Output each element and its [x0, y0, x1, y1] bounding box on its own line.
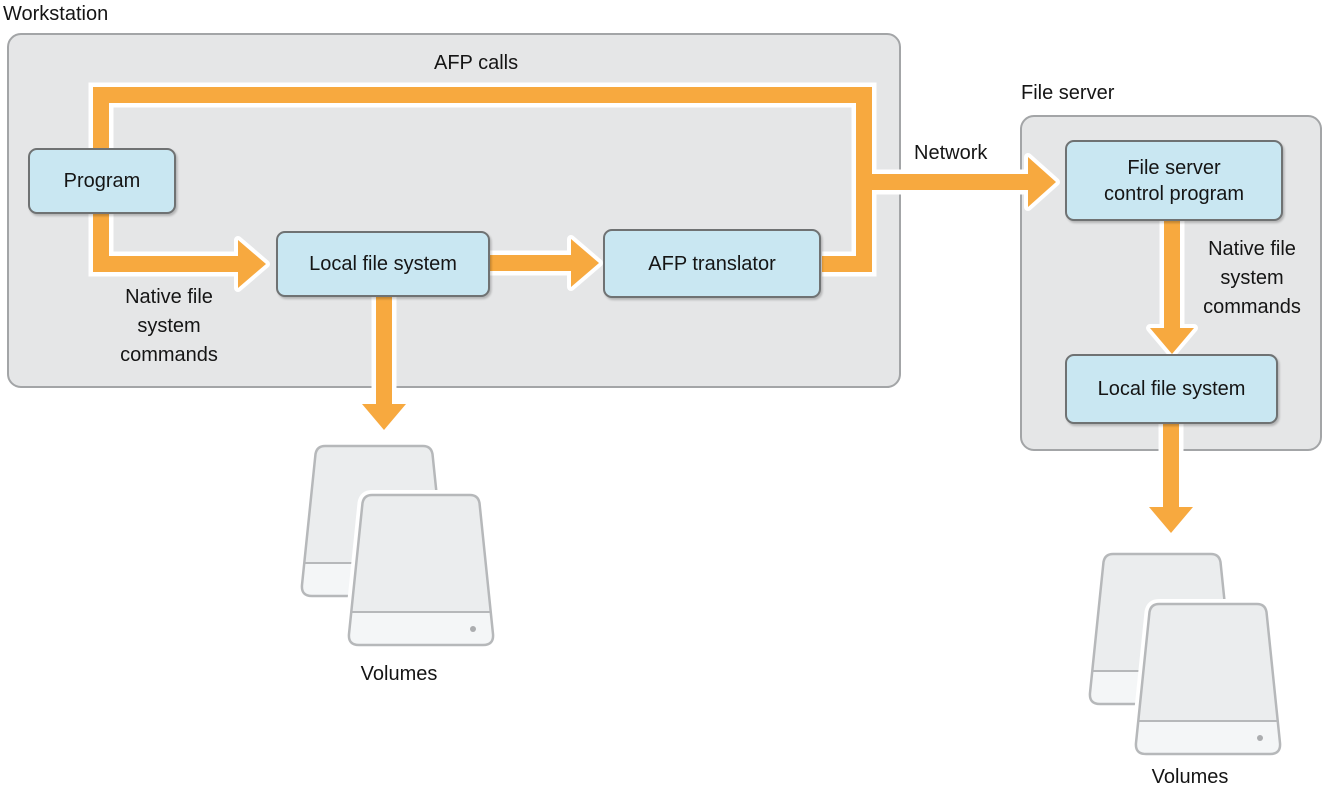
- file-server-volumes-icon: [1088, 552, 1294, 773]
- front-drive-icon: [349, 495, 493, 645]
- file-server-label: File server: [1021, 82, 1115, 104]
- network-label: Network: [914, 142, 988, 164]
- native-commands-label-server: Native file system commands: [1203, 238, 1301, 318]
- local-file-system-box-workstation: Local file system: [276, 231, 490, 297]
- workstation-volumes-icon: [300, 444, 506, 665]
- program-box: Program: [28, 148, 176, 214]
- native-commands-arrowhead: [238, 240, 266, 288]
- native-commands-label-workstation: Native file system commands: [120, 286, 218, 366]
- arrow-heads: [238, 157, 1194, 533]
- volumes-label-workstation: Volumes: [360, 663, 438, 685]
- arrow-wires: [93, 87, 1180, 509]
- ws-volumes-arrowhead: [362, 404, 406, 430]
- afp-calls-label: AFP calls: [434, 52, 519, 74]
- fs-control-arrowhead: [1150, 328, 1194, 354]
- volumes-label-server: Volumes: [1151, 766, 1229, 788]
- network-arrowhead: [1028, 157, 1056, 207]
- translator-arrowhead: [571, 239, 599, 287]
- fs-volumes-arrowhead: [1149, 507, 1193, 533]
- afp-translator-box: AFP translator: [603, 229, 821, 298]
- file-server-control-program-box: File server control program: [1065, 140, 1283, 221]
- afp-loop-connector: [93, 87, 872, 272]
- workstation-label: Workstation: [3, 3, 109, 25]
- front-drive-icon: [1136, 604, 1280, 754]
- local-file-system-box-server: Local file system: [1065, 354, 1278, 424]
